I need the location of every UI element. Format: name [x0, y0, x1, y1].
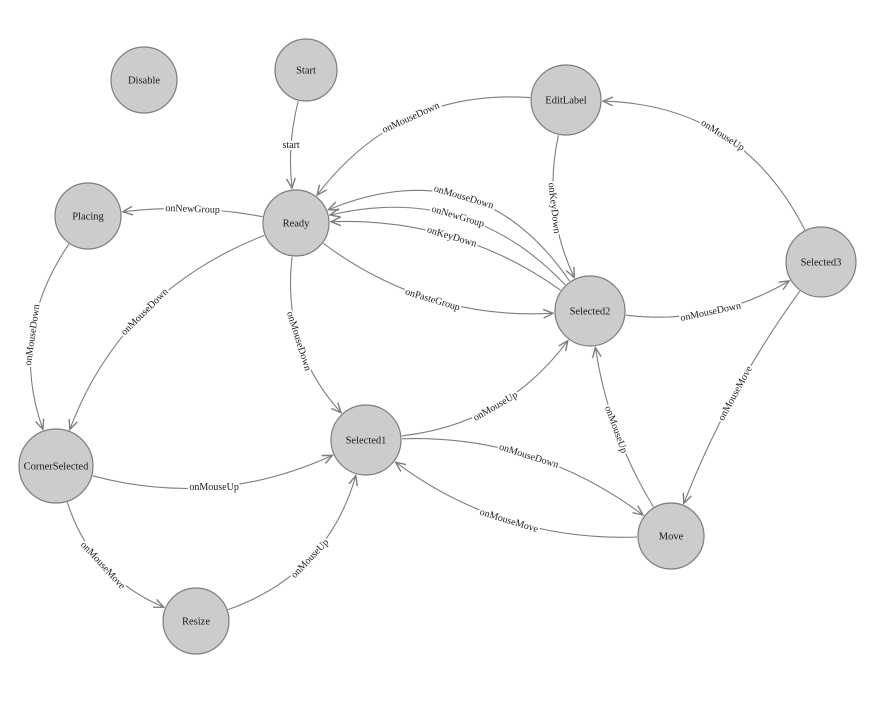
transition-edge-ready-placing-1 [123, 209, 263, 218]
state-label-editlabel: EditLabel [545, 96, 586, 107]
state-node-disable[interactable]: Disable [110, 46, 178, 114]
nodes-layer: Disable StartEditLabelPlacingReadySelecte… [18, 38, 857, 655]
transition-edge-ready-selected2-8 [322, 242, 553, 314]
state-node-selected3[interactable]: Selected3 [785, 226, 857, 298]
transition-edge-editlabel-ready-2 [317, 96, 531, 195]
transition-label-onkeydown-7: onKeyDown [426, 225, 478, 250]
state-label-start: Start [296, 66, 316, 77]
transition-label-onnewgroup-1: onNewGroup [165, 203, 220, 216]
transition-edge-move-selected1-17 [396, 462, 638, 538]
state-circle-disable[interactable] [110, 46, 178, 114]
transition-edge-editlabel-selected2-4 [552, 135, 574, 277]
transition-label-onmouseup-18: onMouseUp [602, 404, 629, 454]
state-node-ready[interactable]: Ready [262, 189, 330, 257]
transition-label-onmousemove-19: onMouseMove [716, 364, 755, 423]
transition-edge-selected1-move-16 [401, 438, 643, 515]
state-label-selected3: Selected3 [801, 258, 842, 269]
state-node-cornerselected[interactable]: CornerSelected [18, 428, 94, 504]
transition-label-onmouseup-13: onMouseUp [189, 482, 238, 493]
state-circle-placing[interactable] [54, 182, 122, 250]
transition-label-onmousemove-14: onMouseMove [78, 540, 127, 592]
transition-edge-resize-selected1-15 [227, 476, 356, 611]
state-circle-selected3[interactable] [785, 226, 857, 298]
state-circle-resize[interactable] [162, 587, 230, 655]
transition-edge-selected3-editlabel-3 [603, 101, 806, 231]
state-label-move: Move [659, 532, 684, 543]
transition-label-onmouseup-15: onMouseUp [289, 537, 331, 580]
transition-edge-placing-cornerselected-10 [29, 243, 70, 429]
state-node-editlabel[interactable]: EditLabel [530, 64, 602, 136]
transition-label-onmousemove-17: onMouseMove [478, 507, 540, 536]
transition-label-onmousedown-16: onMouseDown [498, 442, 560, 471]
state-circle-selected2[interactable] [554, 275, 626, 347]
state-node-start[interactable]: Start [274, 38, 338, 102]
state-node-selected2[interactable]: Selected2 [554, 275, 626, 347]
transition-edge-selected2-selected3-20 [625, 281, 789, 318]
transition-edge-selected1-selected2-12 [401, 341, 568, 437]
state-circle-cornerselected[interactable] [18, 428, 94, 504]
edges-layer [29, 96, 806, 611]
transition-label-onmousedown-20: onMouseDown [679, 301, 742, 324]
state-node-resize[interactable]: Resize [162, 587, 230, 655]
transition-label-onpastegroup-8: onPasteGroup [404, 286, 461, 313]
transition-edge-start-ready-0 [290, 100, 299, 188]
state-circle-move[interactable] [637, 502, 705, 570]
transition-label-onkeydown-4: onKeyDown [545, 182, 562, 234]
transition-edge-selected2-ready-7 [331, 221, 561, 291]
state-label-cornerselected: CornerSelected [24, 462, 89, 473]
state-circle-start[interactable] [274, 38, 338, 102]
transition-edge-ready-cornerselected-9 [70, 234, 265, 429]
transition-label-onmouseup-3: onMouseUp [699, 118, 747, 154]
state-label-selected1: Selected1 [346, 436, 387, 447]
transition-label-onmousedown-2: onMouseDown [381, 100, 442, 136]
state-node-selected1[interactable]: Selected1 [330, 404, 402, 476]
state-label-selected2: Selected2 [570, 307, 611, 318]
transition-label-onmousedown-11: onMouseDown [284, 310, 313, 372]
transition-label-onnewgroup-6: onNewGroup [430, 204, 485, 230]
state-circle-ready[interactable] [262, 189, 330, 257]
state-node-placing[interactable]: Placing [54, 182, 122, 250]
transition-edge-selected2-ready-6 [330, 206, 566, 286]
transition-label-onmousedown-9: onMouseDown [119, 286, 170, 337]
state-circle-editlabel[interactable] [530, 64, 602, 136]
transition-edge-move-selected2-18 [595, 348, 654, 508]
transition-edge-cornerselected-resize-14 [66, 502, 163, 607]
transition-edge-selected2-ready-5 [328, 189, 571, 282]
state-label-placing: Placing [72, 212, 104, 223]
state-circle-selected1[interactable] [330, 404, 402, 476]
state-label-resize: Resize [182, 617, 210, 628]
state-node-move[interactable]: Move [637, 502, 705, 570]
transition-edge-cornerselected-selected1-13 [92, 455, 333, 489]
state-label-ready: Ready [283, 219, 311, 230]
transition-edge-selected3-move-19 [684, 290, 801, 503]
transition-label-start-0: start [282, 140, 299, 151]
transition-label-onmouseup-12: onMouseUp [471, 390, 519, 424]
transition-label-onmousedown-10: onMouseDown [23, 304, 42, 367]
transition-edge-ready-selected1-11 [289, 256, 341, 413]
state-label-disable: Disable [128, 76, 160, 87]
